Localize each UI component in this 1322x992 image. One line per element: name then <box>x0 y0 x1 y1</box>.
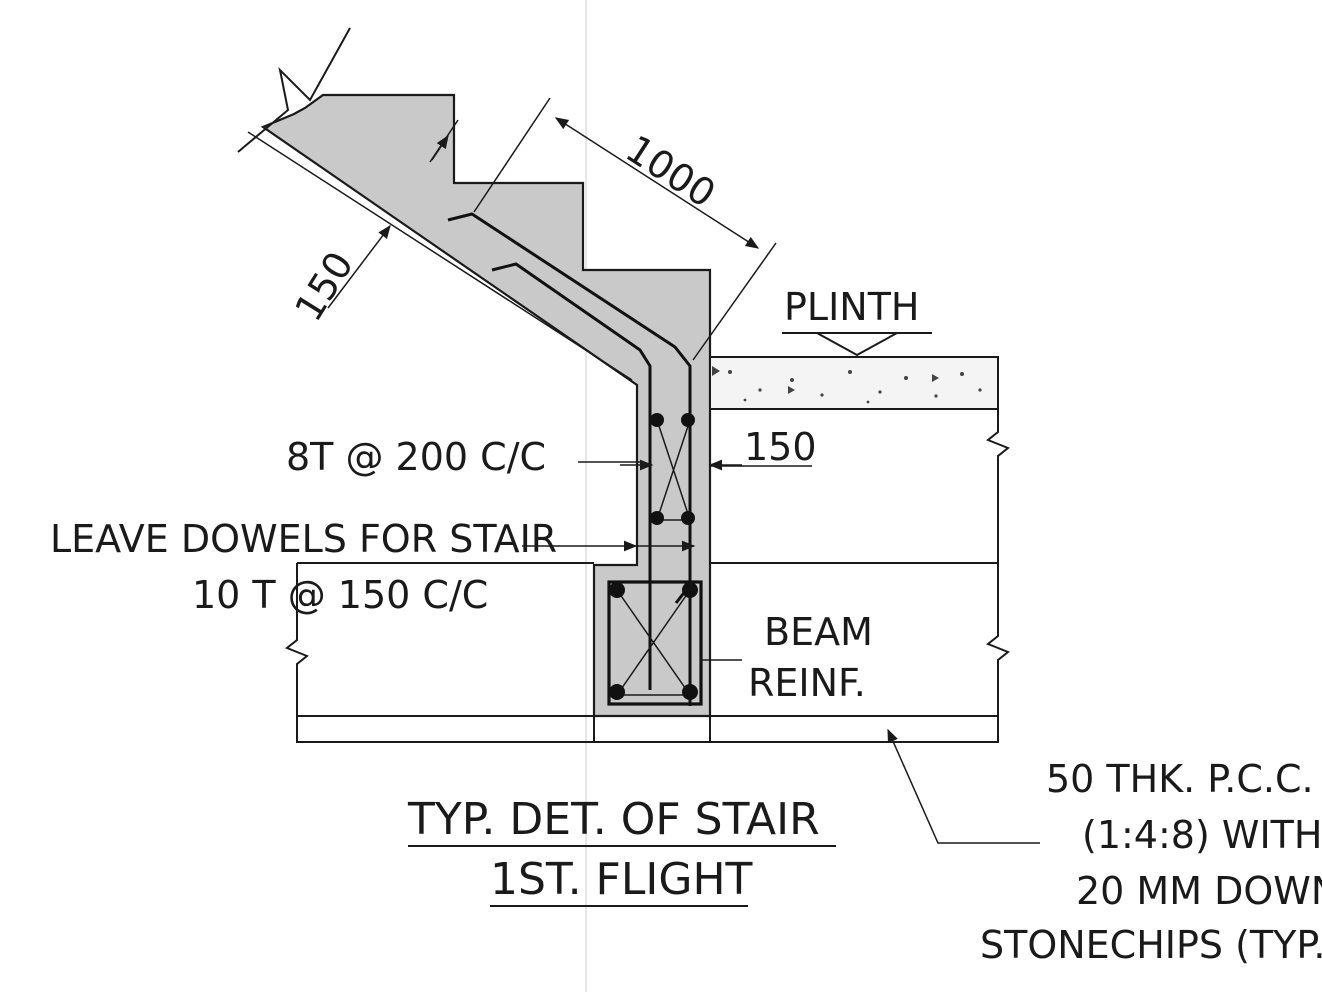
dim-1000-line <box>554 117 760 249</box>
title-line1: TYP. DET. OF STAIR <box>407 794 820 845</box>
pcc-label-line1: 50 THK. P.C.C. <box>1046 757 1314 801</box>
beam-label-line2: REINF. <box>748 661 866 705</box>
slab-bar-top <box>447 212 692 706</box>
dowels-label-line1: LEAVE DOWELS FOR STAIR <box>50 517 557 561</box>
dim-150-wall-label: 150 <box>744 425 817 469</box>
dim-1000-ext-top <box>473 97 551 213</box>
pcc-label-line2: (1:4:8) WITH <box>1082 813 1322 857</box>
beam-label-line1: BEAM <box>764 610 873 654</box>
plinth-aggregate-speckles <box>712 366 982 404</box>
wall-bar-dots <box>650 413 695 525</box>
beam-bar-dots <box>609 582 698 700</box>
slab-edge-line <box>247 131 633 381</box>
pcc-leader <box>887 728 1040 844</box>
plinth-level-marker <box>816 332 898 357</box>
slab-bar-bottom <box>491 262 652 690</box>
dim-150-slab-label: 150 <box>286 244 362 329</box>
pcc-base-layer <box>296 715 999 743</box>
left-break-line <box>285 563 309 742</box>
plinth-label: PLINTH <box>784 285 920 329</box>
stair-break-line <box>237 27 351 153</box>
dim-150-slab-arrow-top <box>431 134 449 161</box>
beam-stirrup <box>607 580 703 706</box>
dim-1000-label: 1000 <box>618 127 723 217</box>
pcc-label-line3: 20 MM DOWN <box>1076 869 1322 913</box>
right-break-line <box>986 357 1010 742</box>
dim-1000-ext-bottom <box>692 242 777 361</box>
pcc-label-line4: STONECHIPS (TYP.) <box>980 923 1322 967</box>
stair-concrete-section <box>260 93 712 718</box>
title-line2: 1ST. FLIGHT <box>490 854 753 905</box>
wall-ties-cross <box>655 419 692 521</box>
dowels-label-line2: 10 T @ 150 C/C <box>192 573 488 617</box>
dim-150-slab-arrow-bottom <box>327 224 391 309</box>
plinth-concrete-band <box>709 356 999 410</box>
beam-ties-cross <box>615 589 692 696</box>
wall-bars-label: 8T @ 200 C/C <box>286 435 546 479</box>
